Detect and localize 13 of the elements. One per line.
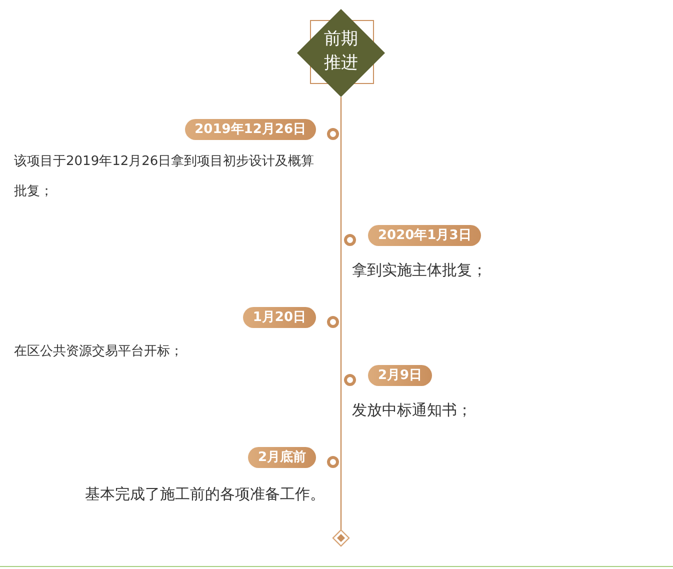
heading-text: 前期推进 xyxy=(323,28,359,75)
timeline-line xyxy=(340,97,342,530)
end-diamond-icon xyxy=(333,530,349,546)
event-description: 基本完成了施工前的各项准备工作。 xyxy=(84,484,325,505)
date-pill: 2019年12月26日 xyxy=(184,119,316,140)
date-pill: 2月9日 xyxy=(368,365,432,386)
event-description: 发放中标通知书； xyxy=(352,400,473,421)
date-pill: 2月底前 xyxy=(248,447,316,468)
event-description: 拿到实施主体批复； xyxy=(352,260,488,281)
event-description: 该项目于2019年12月26日拿到项目初步设计及概算批复； xyxy=(14,153,316,201)
date-pill: 2020年1月3日 xyxy=(368,225,482,246)
event-description: 在区公共资源交易平台开标； xyxy=(14,343,184,361)
date-pill: 1月20日 xyxy=(242,307,316,328)
